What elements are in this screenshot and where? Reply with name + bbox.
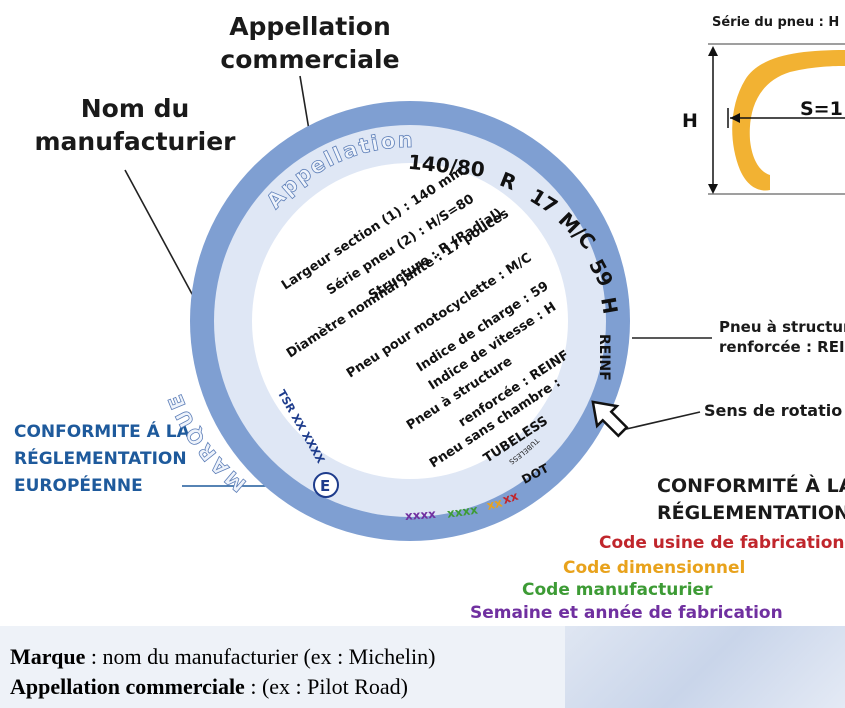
legend-manufacturier: Code manufacturier xyxy=(522,580,713,600)
renforcee-line2: renforcée : REI xyxy=(719,338,845,356)
conformite-eu-line1: CONFORMITE Á LA xyxy=(14,422,190,442)
legend-semaine: Semaine et année de fabrication xyxy=(470,603,783,623)
tire-diagram: Appellation MARQUE 140/80 R 17 M/C 59 H … xyxy=(124,43,845,541)
conformite-dot-callout: CONFORMITÉ À LA RÉGLEMENTATION xyxy=(657,473,845,527)
tire-profile: H S=1 xyxy=(682,43,845,195)
manufacturer-callout-line2: manufacturier xyxy=(34,127,236,156)
tire-center xyxy=(252,163,568,479)
size-code-speed: H xyxy=(596,295,623,316)
renforcee-callout: Pneu à structure renforcée : REI xyxy=(719,317,845,357)
conformite-eu-line2: RÉGLEMENTATION xyxy=(14,449,187,469)
rotation-callout: Sens de rotatio xyxy=(704,401,843,420)
e-mark-icon: E xyxy=(313,472,339,498)
profile-shape xyxy=(732,50,845,191)
manufacturer-callout-line1: Nom du xyxy=(80,94,190,123)
legend-usine: Code usine de fabrication xyxy=(599,533,845,553)
footer-line-marque: Marque : nom du manufacturier (ex : Mich… xyxy=(10,644,435,670)
conformite-dot-line2: RÉGLEMENTATION xyxy=(657,502,845,524)
footer-line-appellation: Appellation commerciale : (ex : Pilot Ro… xyxy=(10,674,408,700)
footer: Marque : nom du manufacturier (ex : Mich… xyxy=(0,626,845,708)
s-label: S=1 xyxy=(800,98,843,120)
conformite-eu-line3: EUROPÉENNE xyxy=(14,476,143,496)
reinf-text: REINF xyxy=(596,334,612,381)
s-arrow-icon xyxy=(730,113,740,123)
appellation-callout: Appellation commerciale xyxy=(215,10,405,76)
appellation-callout-line1: Appellation xyxy=(229,12,391,41)
svg-text:E: E xyxy=(320,477,330,495)
footer-desc-marque: : nom du manufacturier (ex : Michelin) xyxy=(85,644,436,669)
rotation-leader xyxy=(621,411,701,431)
footer-term-marque: Marque xyxy=(10,644,86,669)
appellation-callout-line2: commerciale xyxy=(220,45,400,74)
footer-term-appellation: Appellation commerciale xyxy=(10,674,245,699)
footer-background xyxy=(565,626,845,708)
h-arrow-bottom-icon xyxy=(708,184,718,194)
conformite-eu-callout: CONFORMITE Á LA RÉGLEMENTATION EUROPÉENN… xyxy=(14,419,224,500)
h-label: H xyxy=(682,110,698,132)
footer-desc-appellation: : (ex : Pilot Road) xyxy=(244,674,408,699)
dot-code-manufacturer: xxxx xyxy=(446,503,479,521)
manufacturer-callout: Nom du manufacturier xyxy=(25,92,245,158)
conformite-dot-line1: CONFORMITÉ À LA xyxy=(657,475,845,497)
marque-leader xyxy=(124,169,206,319)
dot-code-factory: xx xyxy=(501,489,520,507)
legend-dimensionnel: Code dimensionnel xyxy=(563,558,746,578)
serie-header: Série du pneu : H xyxy=(712,15,840,30)
rotation-arrow-icon xyxy=(591,400,629,438)
renforcee-line1: Pneu à structure xyxy=(719,318,845,336)
dot-code-dimension: xx xyxy=(485,495,504,512)
dot-code-week: xxxx xyxy=(404,507,436,523)
h-arrow-top-icon xyxy=(708,46,718,56)
